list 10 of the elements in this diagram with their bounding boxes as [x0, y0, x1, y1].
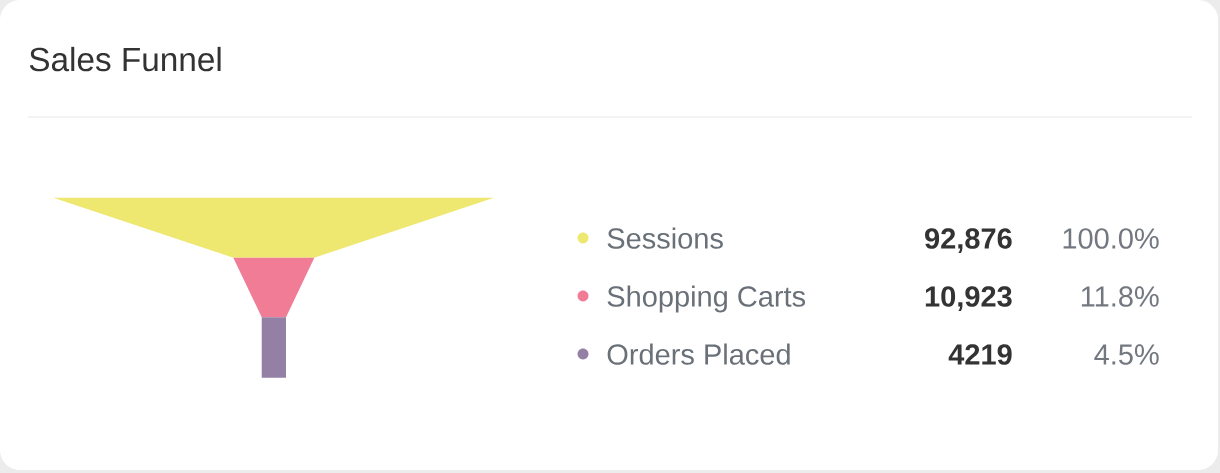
legend-label: Orders Placed — [607, 343, 790, 365]
value-label: 92,876 — [925, 228, 1012, 253]
title: Sales Funnel — [29, 46, 221, 72]
percent-label: 11.8% — [1081, 286, 1159, 307]
value-label: 10,923 — [925, 286, 1012, 311]
legend-label: Sessions — [607, 227, 723, 249]
percent-label: 100.0% — [1063, 228, 1159, 249]
legend-label: Shopping Carts — [607, 285, 806, 313]
value-label: 4219 — [948, 344, 1012, 365]
percent-label: 4.5% — [1094, 344, 1159, 365]
